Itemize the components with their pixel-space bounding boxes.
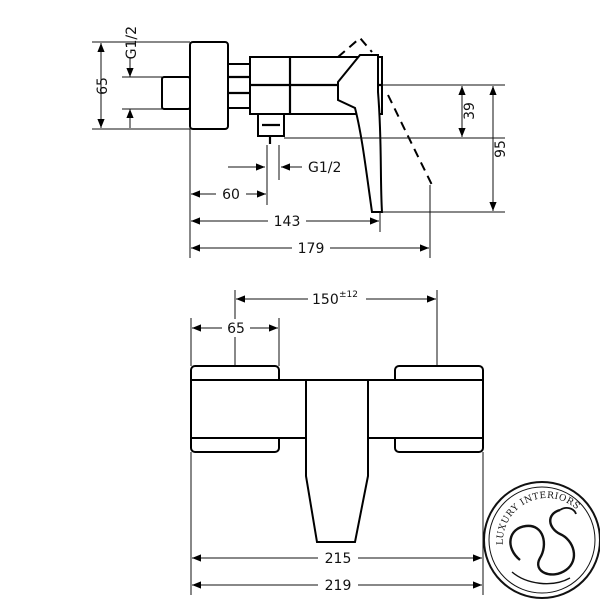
front-view: 150 ±12 65 215 219	[190, 288, 484, 595]
side-view: G1/2 65 39 95 G1/2 60 143 179	[92, 26, 509, 258]
dim-215: 215	[325, 551, 352, 567]
dim-65-front: 65	[227, 321, 245, 337]
wall-plate	[189, 41, 229, 130]
lever-front	[305, 379, 369, 543]
dim-60: 60	[222, 187, 240, 203]
dim-95: 95	[493, 140, 509, 158]
lever-alt-position	[337, 36, 433, 186]
dim-143: 143	[274, 214, 301, 230]
hex-nut	[227, 63, 251, 109]
dim-39: 39	[462, 102, 478, 120]
dim-thread-left: G1/2	[124, 26, 140, 59]
lever-handle	[337, 54, 384, 213]
dim-219: 219	[325, 578, 352, 594]
dim-65-vertical: 65	[95, 77, 111, 95]
dim-150-tolerance: ±12	[339, 290, 358, 300]
dim-150: 150	[312, 292, 339, 308]
luxury-interiors-logo: LUXURY INTERIORS	[483, 481, 600, 599]
inlet-pipe	[161, 76, 191, 110]
dim-thread-bottom: G1/2	[308, 160, 341, 176]
swan-monogram-icon	[509, 507, 577, 585]
dim-179: 179	[298, 241, 325, 257]
